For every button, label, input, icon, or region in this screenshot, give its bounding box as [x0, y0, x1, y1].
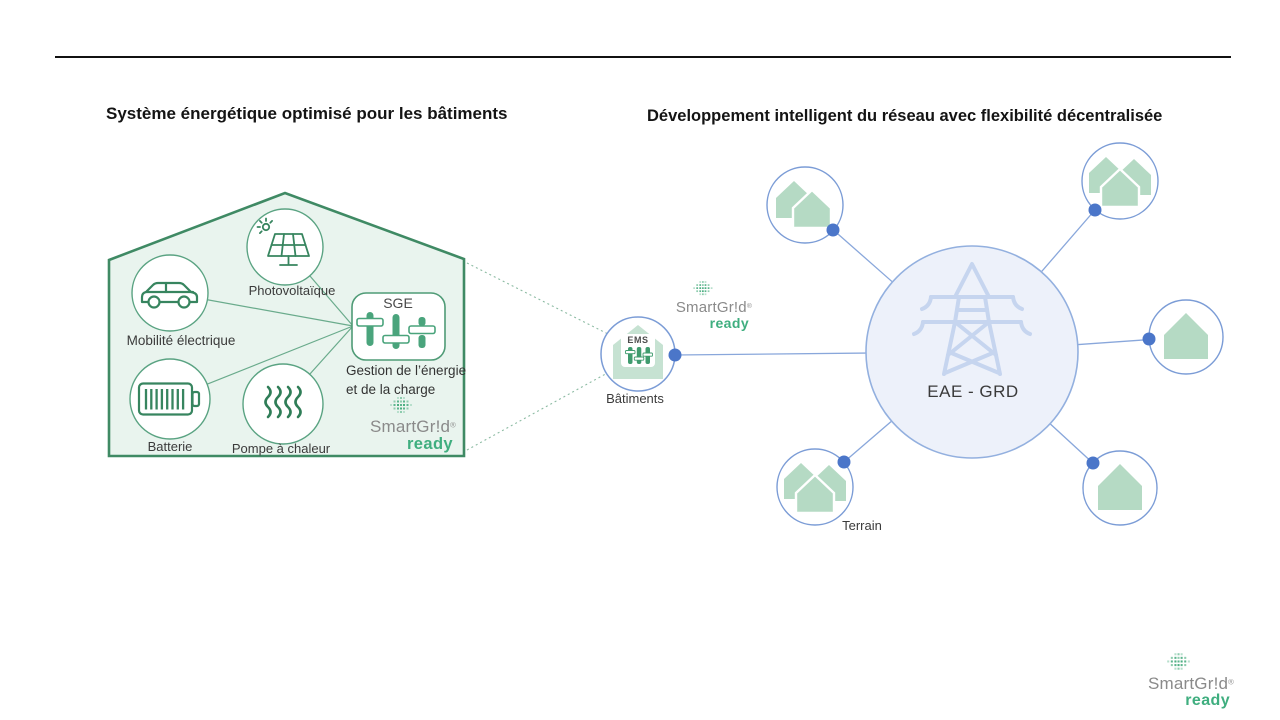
ems-label: EMS	[627, 334, 649, 345]
satellite-terrain	[776, 448, 854, 526]
grid-hub-node	[865, 245, 1079, 459]
mobility-node	[131, 254, 209, 332]
battery-node	[129, 358, 211, 440]
sge-box	[351, 292, 446, 361]
houses-icon	[784, 463, 846, 515]
logo-name-text: SmartGr!d	[1147, 674, 1229, 693]
right-title: Développement intelligent du réseau avec…	[647, 107, 1163, 125]
hub-label: EAE - GRD	[927, 382, 1019, 401]
logo-name-text: SmartGr!d	[369, 417, 451, 436]
battery-icon	[137, 382, 201, 416]
logo-wordmark: SmartGr!d®	[1148, 675, 1234, 692]
sge-caption-line1: Gestion de l’énergie	[346, 363, 467, 378]
terrain-label: Terrain	[842, 518, 882, 533]
satellite-top-left	[766, 166, 844, 244]
pylon-icon	[912, 262, 1032, 376]
top-divider-line	[55, 56, 1231, 58]
registered-mark: ®	[1228, 677, 1234, 687]
zoom-dotted-lines	[466, 262, 617, 451]
logo-tagline: ready	[709, 315, 749, 331]
sge-caption: Gestion de l’énergie et de la charge	[346, 362, 476, 400]
battery-label: Batterie	[147, 439, 193, 454]
ems-house-icon	[613, 325, 663, 379]
registered-mark: ®	[450, 420, 456, 430]
satellite-right	[1148, 299, 1224, 375]
logo-wordmark: SmartGr!d®	[370, 418, 456, 435]
connection-dots	[668, 203, 1156, 470]
left-title: Système énergétique optimisé pour les bâ…	[106, 104, 508, 123]
solar-panel-icon	[256, 217, 310, 266]
photovoltaic-node	[246, 208, 324, 286]
sge-caption-line2: et de la charge	[346, 381, 436, 397]
satellite-bottom-right	[1082, 450, 1158, 526]
mobility-label: Mobilité électrique	[126, 333, 236, 348]
sliders-icon	[356, 312, 436, 349]
logo-dot-pattern-icon	[1161, 652, 1194, 673]
heat-pump-icon	[264, 385, 302, 419]
house-icon	[1164, 313, 1208, 359]
logo-dot-pattern-icon	[384, 396, 416, 416]
smartgridready-logo-bottom: SmartGr!d® ready	[1134, 652, 1234, 709]
smartgridready-logo-middle: SmartGr!d® ready	[662, 280, 752, 330]
electric-car-icon	[140, 281, 199, 309]
houses-icon	[1089, 157, 1151, 209]
heat-pump-label: Pompe à chaleur	[231, 441, 331, 456]
logo-tagline: ready	[1185, 692, 1230, 709]
buildings-label: Bâtiments	[606, 391, 664, 406]
logo-tagline: ready	[406, 435, 453, 453]
heat-pump-node	[242, 363, 324, 445]
logo-name-text: SmartGr!d	[675, 299, 747, 316]
registered-mark: ®	[746, 302, 752, 310]
buildings-node	[600, 316, 676, 392]
logo-wordmark: SmartGr!d®	[676, 300, 752, 315]
smartgridready-logo-house: SmartGr!d® ready	[358, 396, 456, 453]
house-icon	[1098, 464, 1142, 510]
satellite-top-right	[1081, 142, 1159, 220]
sge-label: SGE	[383, 295, 413, 311]
photovoltaic-label: Photovoltaïque	[248, 283, 336, 298]
logo-dot-pattern-icon	[688, 280, 716, 298]
houses-icon	[776, 181, 833, 230]
